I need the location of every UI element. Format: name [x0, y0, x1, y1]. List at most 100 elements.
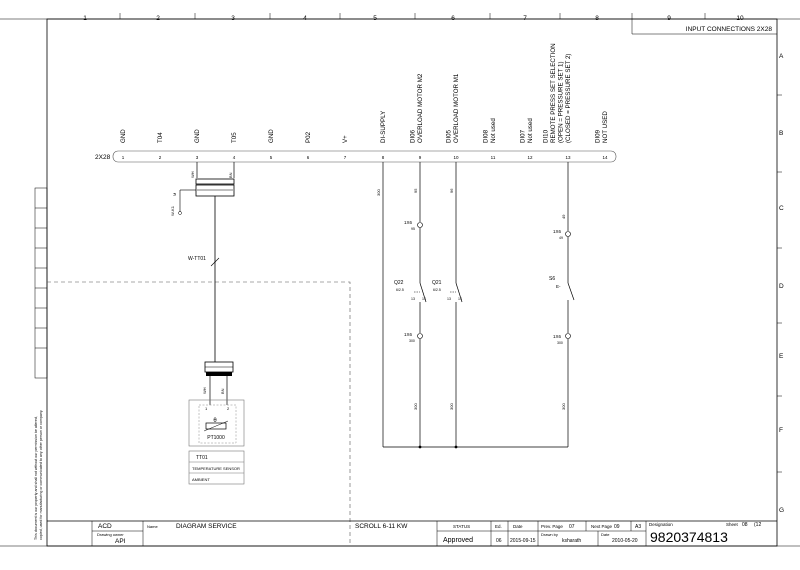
sheet-label: Sheet	[726, 522, 739, 527]
contact-pin: 13	[447, 297, 451, 301]
prev-page-label: Prev. Page	[541, 524, 563, 529]
temperature-sensor: 1 2 θ PT1000 TT01 TEMPERATURE SENSOR AMB…	[188, 399, 245, 485]
column-label: 4	[303, 15, 307, 22]
sensor-pin: 1	[205, 406, 208, 411]
terminal-pin: 300	[409, 339, 415, 343]
row-label: C	[779, 205, 784, 212]
company: ACD	[98, 523, 112, 530]
cable-screen-top	[195, 184, 235, 197]
cable-label: W-TT01	[188, 256, 206, 262]
terminal-ref: 1X6	[553, 229, 562, 234]
name-label: Name	[147, 524, 158, 529]
title-block: ACD Drawing owner API Name DIAGRAM SERVI…	[47, 520, 777, 546]
ed-label: Ed.	[495, 524, 502, 529]
signal-label: T04	[157, 132, 164, 143]
signal-label: Not used	[490, 118, 497, 143]
format: A3	[635, 524, 641, 530]
contact-ref: 6/2.5	[396, 288, 404, 292]
column-label: 6	[451, 15, 455, 22]
switch-symbol: E-	[556, 284, 561, 289]
sensor-cable: WH BN M W-K1 W-TT01 WH BN	[170, 162, 235, 405]
terminal-number: 4	[233, 155, 236, 160]
edition: 06	[496, 538, 502, 544]
terminal-number: 10	[453, 155, 459, 160]
wire-number: 300	[413, 403, 418, 410]
terminal-pin: 49	[559, 236, 563, 240]
side-note: copied, used for manufacturing or commun…	[39, 410, 43, 540]
row-label: G	[779, 507, 784, 514]
sensor-inner	[198, 404, 237, 444]
signal-label: DI06	[410, 129, 417, 143]
terminal-pin: 300	[557, 341, 563, 345]
signal-label: GND	[120, 129, 127, 143]
signal-label: (OPEN = PRESSURE SET 1)	[558, 61, 565, 143]
terminal-number: 3	[196, 155, 199, 160]
wire-color: WH	[202, 387, 207, 394]
shield-ref: W-K1	[170, 205, 175, 216]
column-label: 9	[667, 15, 671, 22]
wire-number: 96	[449, 188, 454, 193]
terminal-ref: 1X6	[404, 220, 413, 225]
row-label: B	[779, 130, 783, 137]
shield-label: M	[172, 193, 177, 196]
next-page-label: Next Page	[591, 524, 613, 529]
cable-screen-bottom	[206, 372, 232, 376]
terminal-ref: 1X6	[404, 332, 413, 337]
sensor-element: PT1000	[207, 435, 225, 441]
column-label: 2	[156, 15, 160, 22]
terminal-ref: 1X6	[553, 334, 562, 339]
terminal-number: 9	[419, 155, 422, 160]
column-label: 10	[736, 15, 744, 22]
sheet-number: 08	[742, 522, 748, 528]
terminal-number: 1	[122, 155, 125, 160]
wire-color: BN	[228, 172, 233, 178]
terminal-number: 14	[602, 155, 608, 160]
drawn-by: ksharath	[562, 538, 581, 544]
date: 2015-09-15	[510, 538, 536, 544]
signal-label: OVERLOAD MOTOR M2	[417, 73, 424, 143]
contact-label: Q22	[394, 280, 404, 286]
drawn-by-label: Drawn by	[541, 532, 558, 537]
boundary-dashed-line	[47, 281, 351, 545]
contact-pin: 13	[411, 297, 415, 301]
signal-label: OVERLOAD MOTOR M1	[453, 73, 460, 143]
contact-label: Q21	[432, 280, 442, 286]
row-label: E	[779, 353, 784, 360]
signal-label: DI-SUPPLY	[380, 111, 387, 143]
signal-label: DI10	[543, 129, 550, 143]
terminal-number: 12	[527, 155, 533, 160]
signal-label: NOT USED	[602, 111, 609, 143]
drawing-frame	[46, 18, 778, 547]
contact-pin: 14	[422, 297, 426, 301]
column-label: 1	[83, 15, 87, 22]
signal-label: T05	[231, 132, 238, 143]
column-label: 8	[595, 15, 599, 22]
designation-label: Designation	[649, 522, 673, 527]
contact-ref: 6/2.5	[433, 288, 441, 292]
terminal-point	[417, 222, 423, 228]
left-stub-grid	[34, 187, 48, 379]
terminal-number: 2	[159, 155, 162, 160]
switch-label: S6	[549, 276, 555, 282]
wire-color: WH	[190, 171, 195, 178]
status-label: STATUS	[453, 524, 470, 529]
signal-label: REMOTE PRESS SET SELECTION	[550, 43, 557, 143]
contact-pin: 14	[458, 297, 462, 301]
cable-gland-top	[195, 178, 235, 185]
terminal-point	[565, 231, 571, 237]
wire-number: 300	[561, 403, 566, 410]
column-label: 3	[231, 15, 235, 22]
terminal-block-name: 2X28	[95, 154, 111, 161]
theta-symbol: θ	[213, 418, 217, 424]
column-ruler: 1 2 3 4 5 6 7 8 9 10	[83, 13, 744, 34]
terminal-number: 11	[491, 155, 496, 160]
wire-number: 300	[376, 189, 381, 196]
wire-number: 95	[413, 188, 418, 193]
signal-label: DI05	[446, 129, 453, 143]
terminal-number: 8	[382, 155, 385, 160]
signal-label: Not used	[527, 118, 534, 143]
sensor-tag-box	[188, 450, 245, 485]
